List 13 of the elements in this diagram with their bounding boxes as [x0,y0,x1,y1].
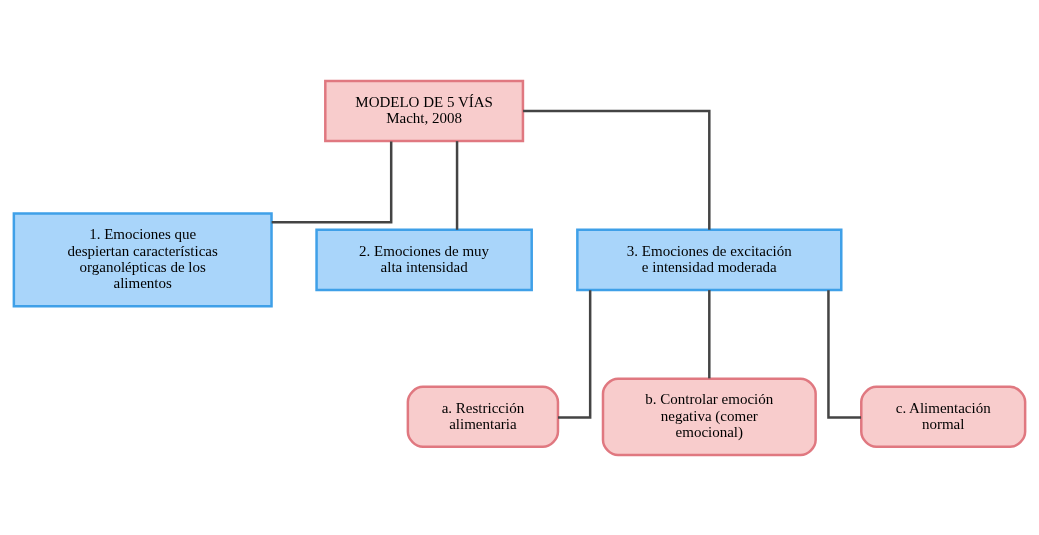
connector [271,140,393,224]
connector [558,289,592,419]
node-box: MODELO DE 5 VÍAS Macht, 2008 [324,79,525,142]
node-box: 1. Emociones que despiertan características organolépticas de los alimentos [12,211,273,307]
node-box: 2. Emociones de muy alta intensidad [315,228,533,291]
node-box: a. Restricción alimentaria [406,385,560,448]
node-box: c. Alimentación normal [860,385,1027,448]
connector [523,109,711,230]
connector [708,289,711,378]
node-box: 3. Emociones de excitación e intensidad moderada [576,228,843,291]
node-box: b. Controlar emoción negativa (comer emocional) [601,376,817,456]
connector [827,289,862,419]
connector [455,140,459,230]
